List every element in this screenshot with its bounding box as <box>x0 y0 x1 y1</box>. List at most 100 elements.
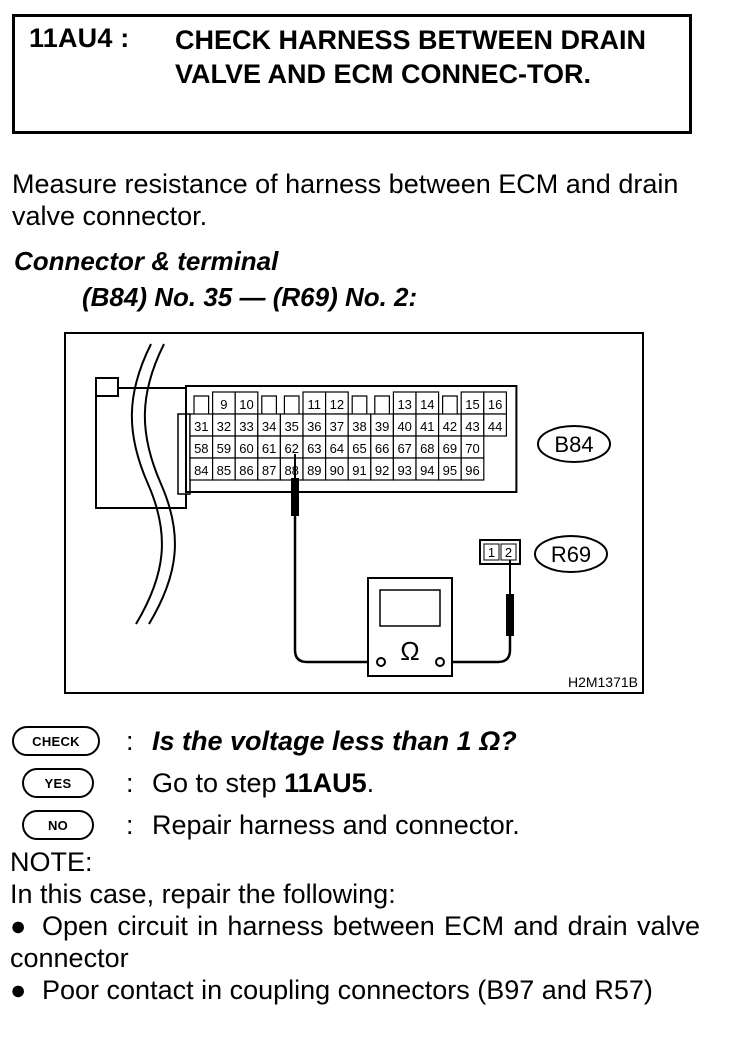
r69-pin-1-box <box>483 543 500 561</box>
b84-pin-61: 61 <box>262 441 276 456</box>
b84-pin-37: 37 <box>330 419 344 434</box>
b84-pin-16: 16 <box>488 397 502 412</box>
b84-pin-89: 89 <box>307 463 321 478</box>
note-item-text: Poor contact in coupling connectors (B97… <box>42 975 653 1005</box>
b84-pin-64: 64 <box>330 441 344 456</box>
b84-pin-59: 59 <box>217 441 231 456</box>
b84-pin-65: 65 <box>352 441 366 456</box>
yes-suffix: . <box>366 768 375 798</box>
r69-label: R69 <box>551 542 591 567</box>
b84-pin-90: 90 <box>330 463 344 478</box>
ohmmeter-display <box>379 589 441 627</box>
note-item-1: ●Open circuit in harness between ECM and… <box>10 910 700 974</box>
b84-pin-92: 92 <box>375 463 389 478</box>
lead-1 <box>293 516 379 664</box>
b84-pin-93: 93 <box>397 463 411 478</box>
note-item-text: Open circuit in harness between ECM and … <box>10 911 700 973</box>
bullet-icon: ● <box>10 975 27 1005</box>
note-item-2: ● Poor contact in coupling connectors (B9… <box>10 974 700 1006</box>
ohmmeter-terminal-right <box>435 657 445 667</box>
figure-code: H2M1371B <box>568 674 638 690</box>
b84-key-notch <box>442 395 458 414</box>
r69-pin-2-box <box>500 543 517 561</box>
connector-terminal-spec: (B84) No. 35 — (R69) No. 2: <box>82 282 418 312</box>
yes-step-link[interactable]: 11AU5 <box>284 768 367 798</box>
b84-pin-87: 87 <box>262 463 276 478</box>
b84-pin-63: 63 <box>307 441 321 456</box>
step-id: 11AU4 : <box>29 23 130 53</box>
b84-pin-96: 96 <box>465 463 479 478</box>
b84-connector-lock <box>177 413 191 495</box>
b84-pin-31: 31 <box>194 419 208 434</box>
b84-pin-58: 58 <box>194 441 208 456</box>
b84-pin-13: 13 <box>397 397 411 412</box>
no-row: NO : Repair harness and connector. <box>12 808 712 842</box>
b84-pin-94: 94 <box>420 463 434 478</box>
b84-pin-15: 15 <box>465 397 479 412</box>
yes-prefix: Go to step <box>152 768 285 798</box>
b84-pin-95: 95 <box>443 463 457 478</box>
r69-pin-2: 2 <box>505 545 512 560</box>
b84-pin-91: 91 <box>352 463 366 478</box>
b84-key-notch <box>374 395 390 414</box>
b84-pin-68: 68 <box>420 441 434 456</box>
b84-pin-35: 35 <box>284 419 298 434</box>
b84-pin-96-cell <box>460 457 485 481</box>
b84-pin-14: 14 <box>420 397 434 412</box>
b84-pin-40: 40 <box>397 419 411 434</box>
b84-pin-88: 88 <box>284 463 298 478</box>
b84-pin-39: 39 <box>375 419 389 434</box>
yes-badge: YES <box>22 768 94 798</box>
b84-pin-36: 36 <box>307 419 321 434</box>
b84-pin-69: 69 <box>443 441 457 456</box>
b84-pin-10: 10 <box>239 397 253 412</box>
ohm-symbol: Ω <box>400 636 419 666</box>
step-header-box: 11AU4 : CHECK HARNESS BETWEEN DRAIN VALV… <box>12 14 692 134</box>
bullet-icon: ● <box>10 911 27 941</box>
b84-pin-44-cell <box>483 413 507 437</box>
note-heading: NOTE: <box>10 847 93 877</box>
b84-pin-60: 60 <box>239 441 253 456</box>
b84-label-ellipse <box>537 425 611 463</box>
step-title: CHECK HARNESS BETWEEN DRAIN VALVE AND EC… <box>175 25 647 89</box>
b84-key-notch <box>193 395 210 414</box>
harness-wave-2 <box>143 343 176 625</box>
probe-2 <box>506 594 514 636</box>
b84-pin-32: 32 <box>217 419 231 434</box>
lead-2 <box>442 636 512 664</box>
ohmmeter-terminal-left <box>376 657 386 667</box>
probe-1 <box>291 478 299 516</box>
note-section: NOTE: In this case, repair the following… <box>10 846 700 1006</box>
r69-label-ellipse <box>534 535 608 573</box>
b84-pin-41: 41 <box>420 419 434 434</box>
no-answer: Repair harness and connector. <box>152 810 520 840</box>
instruction-text: Measure resistance of harness between EC… <box>12 169 679 231</box>
b84-pin-34: 34 <box>262 419 276 434</box>
no-badge: NO <box>22 810 94 840</box>
b84-pin-62: 62 <box>284 441 298 456</box>
b84-pin-38: 38 <box>352 419 366 434</box>
no-colon: : <box>126 810 134 840</box>
check-row: CHECK : Is the voltage less than 1 Ω? <box>12 724 712 758</box>
check-question: Is the voltage less than 1 Ω? <box>152 726 517 756</box>
b84-terminal-frame <box>185 385 518 493</box>
b84-pin-70: 70 <box>465 441 479 456</box>
b84-pin-84: 84 <box>194 463 208 478</box>
b84-pin-85: 85 <box>217 463 231 478</box>
b84-label: B84 <box>554 432 593 457</box>
b84-connector-body <box>95 387 187 509</box>
note-intro: In this case, repair the following: <box>10 879 396 909</box>
b84-pin-33: 33 <box>239 419 253 434</box>
b84-key-notch <box>283 395 300 414</box>
r69-pin-1: 1 <box>488 545 495 560</box>
b84-key-notch <box>261 395 277 414</box>
b84-pin-66: 66 <box>375 441 389 456</box>
b84-pin-9: 9 <box>220 397 227 412</box>
yes-row: YES : Go to step 11AU5. <box>12 766 712 800</box>
b84-pin-12: 12 <box>330 397 344 412</box>
b84-pin-44: 44 <box>488 419 502 434</box>
harness-wave-1 <box>130 343 163 625</box>
